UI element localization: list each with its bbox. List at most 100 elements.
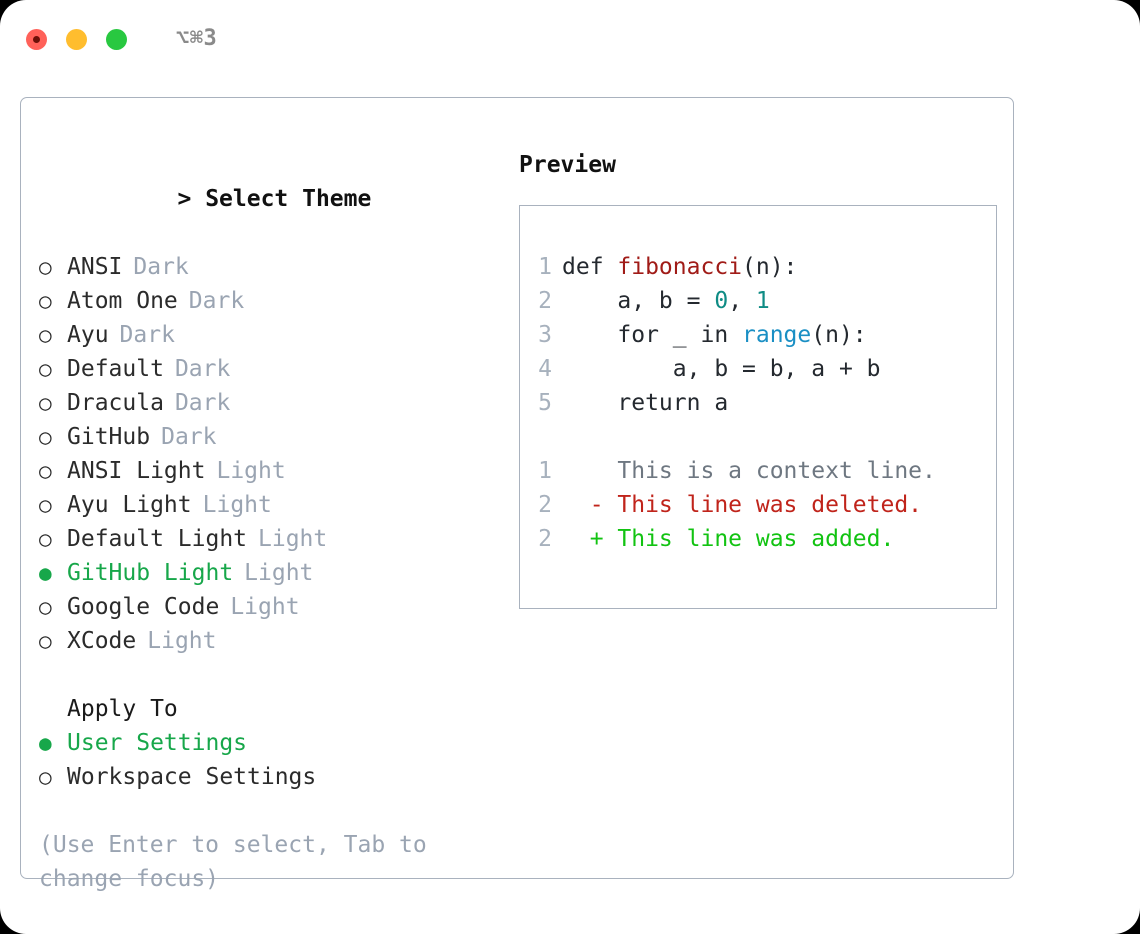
select-theme-heading: > Select Theme	[39, 148, 509, 250]
radio-unselected-icon: ○	[39, 629, 52, 653]
code-line-content: for _ in range(n):	[562, 318, 867, 352]
diff-sample-block: 1 This is a context line.2 - This line w…	[520, 454, 996, 556]
theme-item-2[interactable]: ○ Ayu Dark	[39, 318, 509, 352]
keyboard-shortcut-label: ⌥⌘3	[176, 26, 218, 51]
diff-line-content: This is a context line.	[562, 458, 936, 484]
code-line-number: 3	[538, 322, 552, 348]
theme-item-label: Google Code	[67, 594, 220, 620]
minimize-window-icon[interactable]	[66, 28, 87, 50]
code-token: ,	[728, 288, 756, 314]
diff-line-1: 2 - This line was deleted.	[520, 488, 996, 522]
theme-item-label: GitHub	[67, 424, 151, 450]
code-line-content: a, b = b, a + b	[562, 352, 881, 386]
theme-item-tag: Light	[244, 560, 314, 586]
code-line-number: 4	[538, 356, 552, 382]
diff-line-number: 1	[538, 458, 552, 484]
theme-item-label: GitHub Light	[67, 560, 234, 586]
theme-item-tag: Dark	[133, 254, 189, 280]
apply-item-0[interactable]: ● User Settings	[39, 726, 509, 760]
keyboard-hint-text: (Use Enter to select, Tab to change focu…	[39, 832, 427, 892]
radio-unselected-icon: ○	[39, 527, 52, 551]
theme-item-label: Ayu Light	[67, 492, 192, 518]
theme-item-label: Dracula	[67, 390, 164, 416]
theme-item-9[interactable]: ● GitHub Light Light	[39, 556, 509, 590]
code-line-3: 4 a, b = b, a + b	[520, 352, 996, 386]
code-token: fibonacci	[617, 254, 743, 280]
code-token: a, b =	[562, 288, 715, 314]
theme-item-tag: Light	[258, 526, 328, 552]
diff-line-0: 1 This is a context line.	[520, 454, 996, 488]
focus-caret-icon: >	[177, 186, 206, 212]
theme-item-5[interactable]: ○ GitHub Dark	[39, 420, 509, 454]
code-token: for _ in	[562, 322, 743, 348]
radio-unselected-icon: ○	[39, 425, 52, 449]
traffic-light-group	[26, 28, 127, 50]
diff-spacer	[520, 420, 996, 454]
radio-unselected-icon: ○	[39, 255, 52, 279]
theme-item-4[interactable]: ○ Dracula Dark	[39, 386, 509, 420]
select-theme-title: Select Theme	[205, 186, 372, 212]
section-spacer	[39, 658, 509, 692]
code-line-2: 3 for _ in range(n):	[520, 318, 996, 352]
code-line-number: 2	[538, 288, 552, 314]
diff-line-content: - This line was deleted.	[562, 492, 923, 518]
code-token: (n):	[742, 254, 798, 280]
theme-item-tag: Dark	[161, 424, 217, 450]
theme-item-label: ANSI	[67, 254, 123, 280]
apply-to-heading: Apply To	[67, 696, 178, 722]
code-token: (n):	[811, 322, 867, 348]
maximize-window-icon[interactable]	[106, 28, 127, 50]
radio-unselected-icon: ○	[39, 357, 52, 381]
title-bar: ⌥⌘3	[0, 0, 1140, 78]
code-line-content: a, b = 0, 1	[562, 284, 770, 318]
code-line-number: 5	[538, 390, 552, 416]
code-token: range	[742, 322, 812, 348]
theme-item-label: Default	[67, 356, 164, 382]
radio-selected-icon: ●	[39, 731, 52, 755]
apply-item-label: User Settings	[67, 730, 248, 756]
radio-unselected-icon: ○	[39, 595, 52, 619]
radio-selected-icon: ●	[39, 561, 52, 585]
theme-item-tag: Dark	[188, 288, 245, 314]
theme-item-label: XCode	[67, 628, 137, 654]
code-line-number: 1	[538, 254, 552, 280]
theme-item-tag: Light	[147, 628, 217, 654]
close-window-icon[interactable]	[26, 28, 47, 50]
diff-line-number: 2	[538, 526, 552, 552]
code-token: 0	[714, 288, 729, 314]
code-token: return a	[562, 390, 729, 416]
theme-item-3[interactable]: ○ Default Dark	[39, 352, 509, 386]
code-line-4: 5 return a	[520, 386, 996, 420]
theme-item-11[interactable]: ○ XCode Light	[39, 624, 509, 658]
theme-item-tag: Dark	[119, 322, 175, 348]
code-token: 1	[755, 288, 770, 314]
code-line-content: return a	[562, 386, 728, 420]
apply-item-label: Workspace Settings	[67, 764, 317, 790]
theme-item-label: ANSI Light	[67, 458, 206, 484]
hint-spacer	[39, 794, 509, 828]
radio-unselected-icon: ○	[39, 323, 52, 347]
theme-item-tag: Dark	[174, 390, 231, 416]
code-line-content: def fibonacci(n):	[562, 250, 797, 284]
theme-item-tag: Light	[202, 492, 272, 518]
radio-unselected-icon: ○	[39, 391, 52, 415]
code-token: def	[562, 254, 618, 280]
theme-item-label: Ayu	[67, 322, 109, 348]
theme-item-tag: Dark	[174, 356, 231, 382]
preview-heading: Preview	[519, 152, 616, 178]
radio-unselected-icon: ○	[39, 765, 52, 789]
apply-item-1[interactable]: ○ Workspace Settings	[39, 760, 509, 794]
theme-item-0[interactable]: ○ ANSI Dark	[39, 250, 509, 284]
